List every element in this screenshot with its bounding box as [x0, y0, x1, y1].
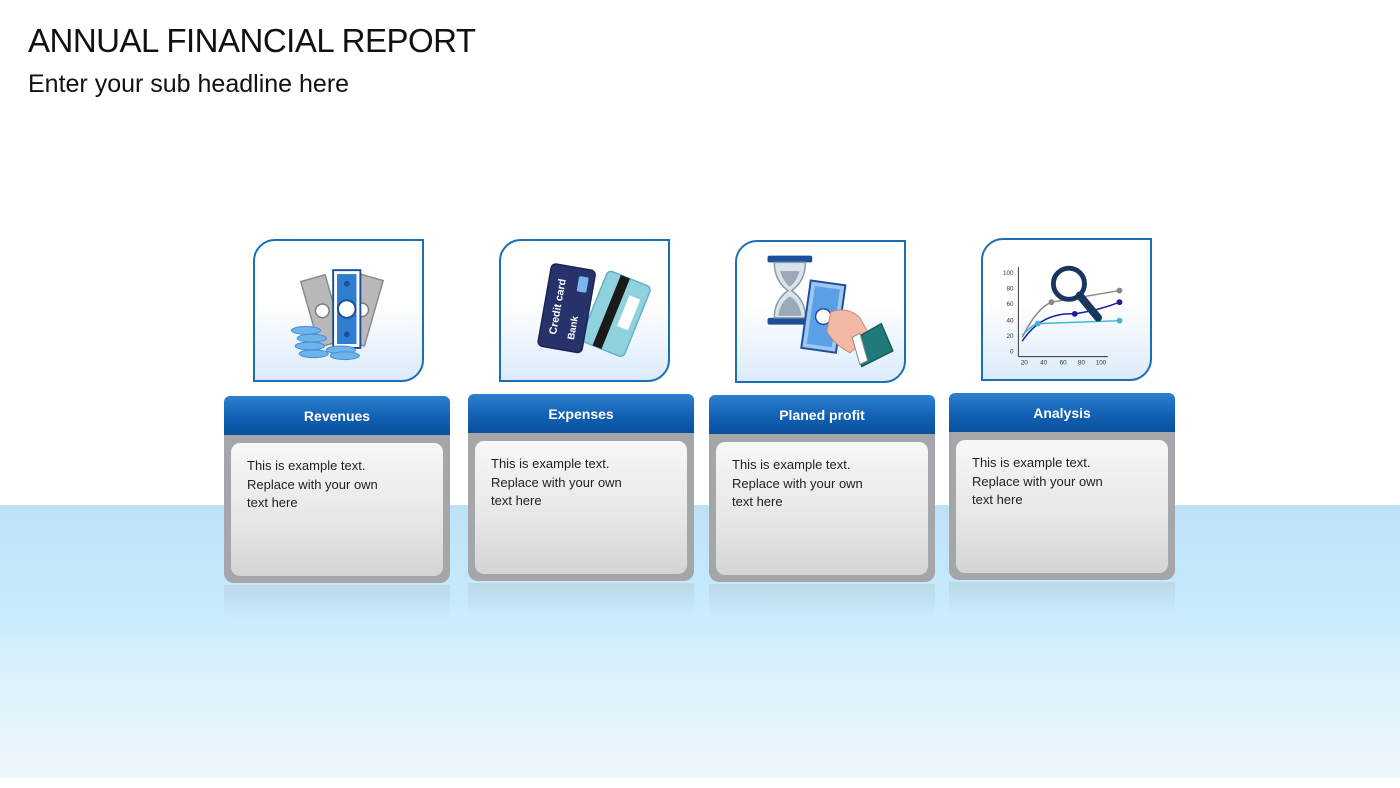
analysis-xtick-20: 20 [1021, 359, 1029, 366]
expenses-text-line-3: text here [491, 493, 542, 508]
revenues-text-line-3: text here [247, 495, 298, 510]
profit-header: Planed profit [709, 395, 935, 435]
expenses-header-label: Expenses [548, 406, 614, 422]
expenses-text-box: This is example text. Replace with your … [475, 441, 687, 574]
expenses-text-line-2: Replace with your own [491, 474, 622, 490]
revenues-header-label: Revenues [303, 408, 371, 424]
revenues-card: This is example text. Replace with your … [224, 435, 450, 583]
profit-text-box: This is example text. Replace with your … [716, 442, 928, 575]
profit-card-reflection [709, 584, 935, 618]
credit-card-icon: Credit card Bank [537, 263, 651, 357]
analysis-text-line-1: This is example text. [972, 455, 1091, 470]
profit-icon-frame [735, 240, 906, 383]
revenues-text-line-2: Replace with your own [247, 476, 378, 492]
analysis-icon-frame: 100 80 60 40 20 0 20 40 60 80 100 [981, 238, 1152, 381]
profit-text-line-3: text here [732, 494, 783, 509]
revenues-icon-frame [253, 239, 424, 382]
expenses-header: Expenses [468, 394, 694, 434]
expenses-card: This is example text. Replace with your … [468, 433, 694, 581]
chart-magnifier-icon: 100 80 60 40 20 0 20 40 60 80 100 [1003, 265, 1123, 366]
analysis-ytick-100: 100 [1003, 270, 1014, 277]
analysis-text-line-3: text here [972, 492, 1023, 507]
analysis-ytick-60: 60 [1007, 301, 1015, 308]
analysis-xtick-100: 100 [1096, 359, 1107, 366]
analysis-ytick-40: 40 [1007, 318, 1015, 325]
revenues-text-line-1: This is example text. [247, 458, 366, 473]
revenues-header: Revenues [224, 396, 450, 436]
page-title: ANNUAL FINANCIAL REPORT [28, 22, 476, 59]
bottom-strip [0, 778, 1400, 788]
analysis-card-reflection [949, 582, 1175, 616]
profit-text-line-1: This is example text. [732, 457, 851, 472]
hourglass-money-icon [767, 255, 894, 368]
profit-header-label: Planed profit [779, 407, 865, 423]
floor-background [0, 505, 1400, 778]
money-bills-icon [290, 269, 385, 361]
analysis-text-line-2: Replace with your own [972, 473, 1103, 489]
bank-text: Bank [566, 315, 581, 341]
expenses-card-reflection [468, 583, 694, 617]
analysis-xtick-40: 40 [1040, 359, 1048, 366]
analysis-xtick-60: 60 [1060, 359, 1068, 366]
analysis-ytick-80: 80 [1007, 286, 1015, 293]
analysis-xtick-80: 80 [1078, 359, 1086, 366]
expenses-text-line-1: This is example text. [491, 456, 610, 471]
analysis-text-box: This is example text. Replace with your … [956, 440, 1168, 573]
page-subtitle: Enter your sub headline here [28, 70, 350, 98]
revenues-card-reflection [224, 585, 450, 619]
analysis-header: Analysis [949, 393, 1175, 433]
revenues-text-box: This is example text. Replace with your … [231, 443, 443, 576]
analysis-ytick-0: 0 [1010, 349, 1014, 356]
analysis-card: This is example text. Replace with your … [949, 432, 1175, 580]
profit-text-line-2: Replace with your own [732, 475, 863, 491]
analysis-ytick-20: 20 [1007, 333, 1015, 340]
expenses-icon-frame: Credit card Bank [499, 239, 670, 382]
analysis-header-label: Analysis [1033, 405, 1091, 421]
profit-card: This is example text. Replace with your … [709, 434, 935, 582]
